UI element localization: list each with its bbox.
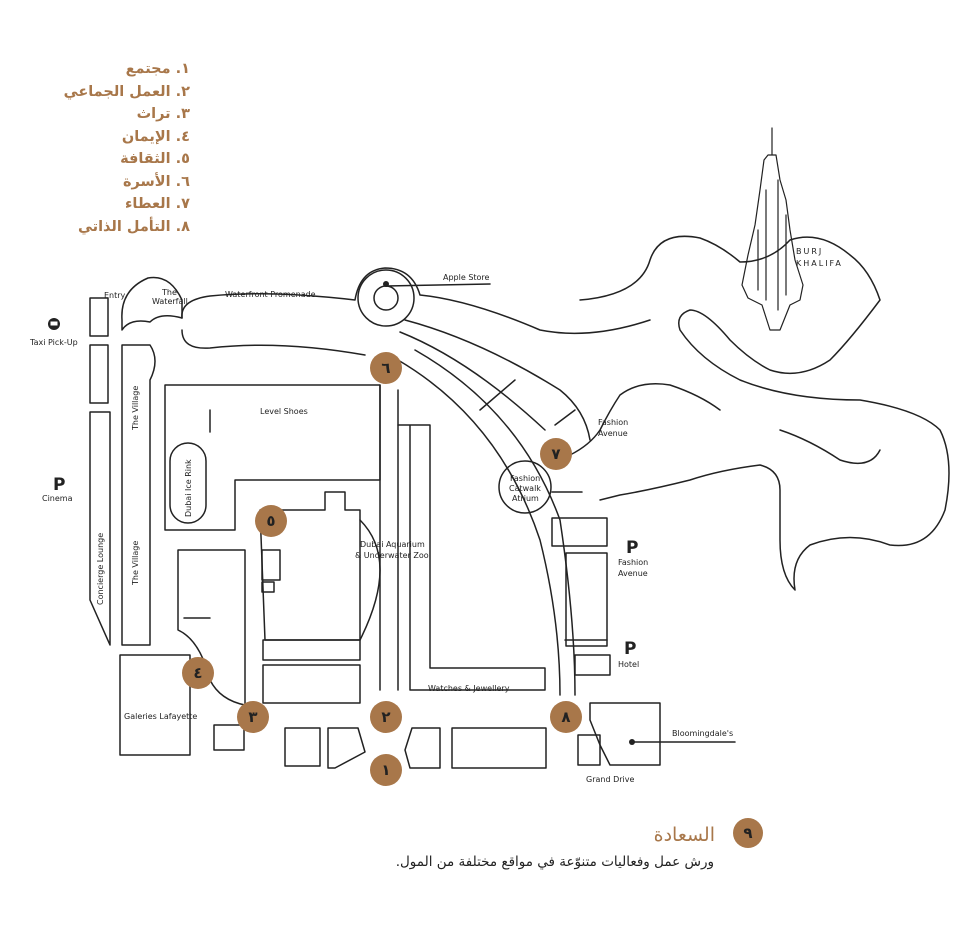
marker-7-label: ٧ [551,445,560,463]
marker-3-circle [237,701,269,733]
label-apple-store: Apple Store [443,273,490,282]
parking-icon-cinema: P [53,475,65,495]
waterfall-outline [121,276,183,331]
marker-4-label: ٤ [193,664,202,682]
marker-5: ٥ [255,505,287,537]
label-aquarium-1: Dubai Aquarium [360,540,425,549]
label-entry: Entry [104,291,126,300]
marker-1-label: ١ [381,761,390,779]
label-catwalk-2: Catwalk [509,484,541,493]
label-cinema: Cinema [42,494,73,503]
happiness-description: ورش عمل وفعاليات متنوّعة في مواقع مختلفة… [395,854,714,870]
marker-7: ٧ [540,438,572,470]
marker-8: ٨ [550,701,582,733]
marker-9-badge: ٩ [733,818,763,848]
marker-4-circle [182,657,214,689]
marker-8-label: ٨ [561,708,570,726]
marker-2: ٢ [370,701,402,733]
label-hotel: Hotel [618,660,639,669]
label-concierge: Concierge Lounge [96,533,105,605]
label-catwalk-1: Fashion [510,474,540,483]
marker-1-circle [370,754,402,786]
marker-4: ٤ [182,657,214,689]
label-fashion-avenue-2: Avenue [598,429,628,438]
label-village-2: The Village [131,541,140,586]
legend-item-reflection: ٨. التأمل الذاتي [77,218,190,235]
label-parking-fa-1: Fashion [618,558,648,567]
happiness-title: السعادة [653,824,715,846]
marker-3-label: ٣ [248,708,257,726]
label-grand-drive: Grand Drive [586,775,634,784]
parking-icon-fashion-avenue: P [626,538,638,558]
promenade-inner [181,329,366,356]
promenade-outer [181,267,651,335]
label-galeries: Galeries Lafayette [124,712,197,721]
marker-1: ١ [370,754,402,786]
label-taxi: Taxi Pick-Up [29,338,78,347]
label-catwalk-3: Atrium [512,494,539,503]
marker-8-circle [550,701,582,733]
label-village-1: The Village [131,386,140,431]
marker-5-label: ٥ [266,512,275,530]
marker-6-circle [370,352,402,384]
legend-item-heritage: ٣. تراث [136,106,190,122]
label-ice-rink: Dubai Ice Rink [184,459,193,517]
marker-7-circle [540,438,572,470]
label-aquarium-2: & Underwater Zoo [355,551,429,560]
burj-khalifa-icon [741,127,804,331]
label-level-shoes: Level Shoes [260,407,308,416]
marker-5-circle [255,505,287,537]
legend-item-giving: ٧. العطاء [125,196,190,212]
marker-2-label: ٢ [381,708,390,726]
label-burj-1: BURJ [796,247,823,256]
legend-item-family: ٦. الأسرة [122,173,190,190]
parking-icon-hotel: P [624,639,636,659]
marker-2-circle [370,701,402,733]
marker-3: ٣ [237,701,269,733]
label-watches: Watches & Jewellery [428,684,510,693]
label-bloomingdales: Bloomingdale's [672,729,733,738]
legend-item-faith: ٤. الإيمان [121,128,190,145]
legend-item-teamwork: ٢. العمل الجماعي [63,83,190,100]
marker-6: ٦ [370,352,402,384]
label-promenade: Waterfront Promenade [225,290,316,299]
legend-item-community: ١. مجتمع [125,61,190,77]
label-fashion-avenue-1: Fashion [598,418,628,427]
label-waterfall-1: The [161,288,177,297]
label-parking-fa-2: Avenue [618,569,648,578]
legend: ١. مجتمع ٢. العمل الجماعي ٣. تراث ٤. الإ… [64,58,190,238]
legend-item-culture: ٥. الثقافة [120,151,190,167]
marker-6-label: ٦ [381,359,390,377]
label-waterfall-2: Waterfall [152,297,188,306]
lake-outline [579,235,950,591]
taxi-icon [48,318,60,330]
label-burj-2: KHALIFA [796,259,843,268]
